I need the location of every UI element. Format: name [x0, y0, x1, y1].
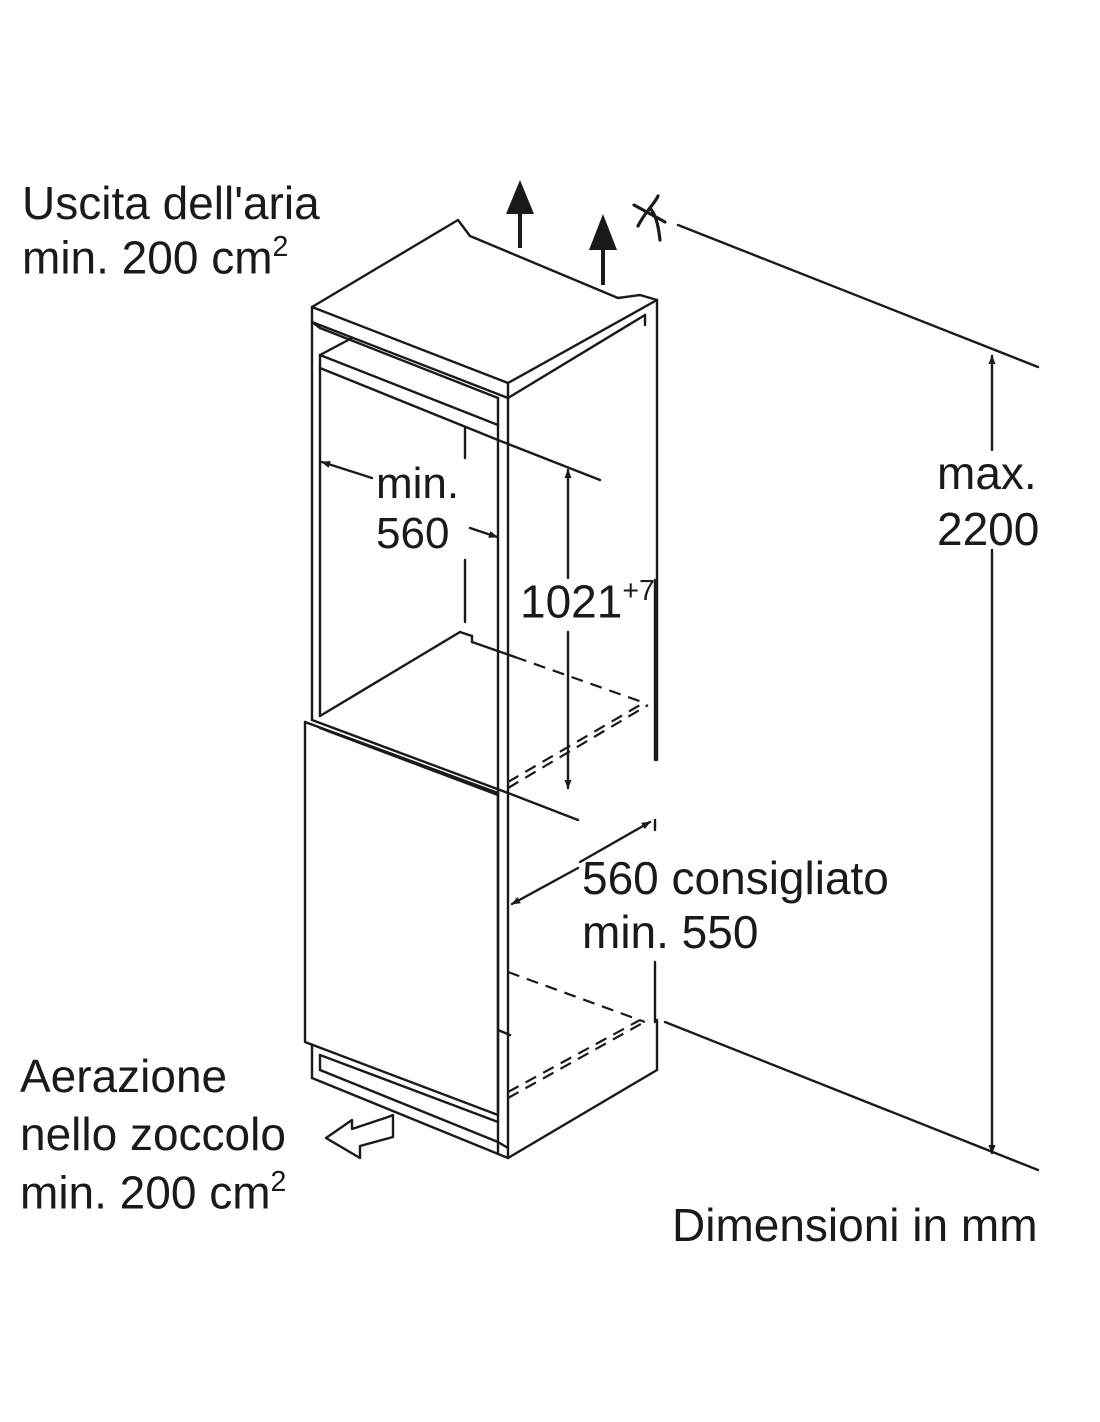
air-outlet-arrow-icon — [506, 180, 534, 248]
height-extension-bottom — [663, 1020, 1040, 1172]
ventilation-icon — [632, 194, 667, 242]
depth-minimum: min. 550 — [582, 906, 759, 958]
niche-height-extension-top — [496, 438, 602, 482]
niche-width-arrow-right — [468, 526, 499, 539]
plinth-label-area: min. 200 cm2 — [20, 1165, 287, 1219]
depth-label: 560 consigliato min. 550 — [582, 855, 889, 955]
air-outlet-title: Uscita dell'aria — [22, 177, 320, 229]
niche-height-extension-bottom — [506, 791, 580, 822]
max-height-prefix: max. — [937, 447, 1037, 499]
niche-width-prefix: min. — [376, 459, 460, 508]
cabinet-frame — [310, 298, 659, 1160]
cabinet-top — [310, 218, 659, 400]
niche-width-value: 560 — [376, 509, 450, 558]
niche-width-label: min. 560 — [376, 462, 459, 556]
niche-height-tolerance: +7 — [622, 574, 655, 607]
depth-arrow-front — [510, 866, 580, 906]
niche-height-label: 1021+7 — [520, 574, 655, 628]
air-outlet-arrow-icon — [589, 214, 617, 285]
depth-recommended: 560 consigliato — [582, 852, 889, 904]
plinth-airflow-arrow-icon — [324, 1113, 395, 1160]
appliance-door — [303, 720, 500, 1117]
niche-width-arrow-left — [320, 460, 374, 480]
plinth-ventilation-label: Aerazione nello zoccolo min. 200 cm2 — [20, 1053, 286, 1227]
max-height-value: 2200 — [937, 503, 1040, 555]
max-height-label: max. 2200 — [937, 450, 1039, 552]
hidden-edges — [507, 655, 649, 1099]
plinth-label-line1: Aerazione — [20, 1050, 228, 1102]
height-extension-top — [676, 223, 1040, 369]
plinth — [310, 1043, 659, 1160]
air-outlet-area: min. 200 cm2 — [22, 230, 289, 284]
units-label: Dimensioni in mm — [672, 1199, 1038, 1251]
plinth-label-line2: nello zoccolo — [20, 1108, 286, 1160]
depth-arrow-back — [578, 820, 652, 864]
air-outlet-label: Uscita dell'aria min. 200 cm2 — [22, 180, 320, 280]
niche-height-value: 1021 — [520, 575, 623, 628]
